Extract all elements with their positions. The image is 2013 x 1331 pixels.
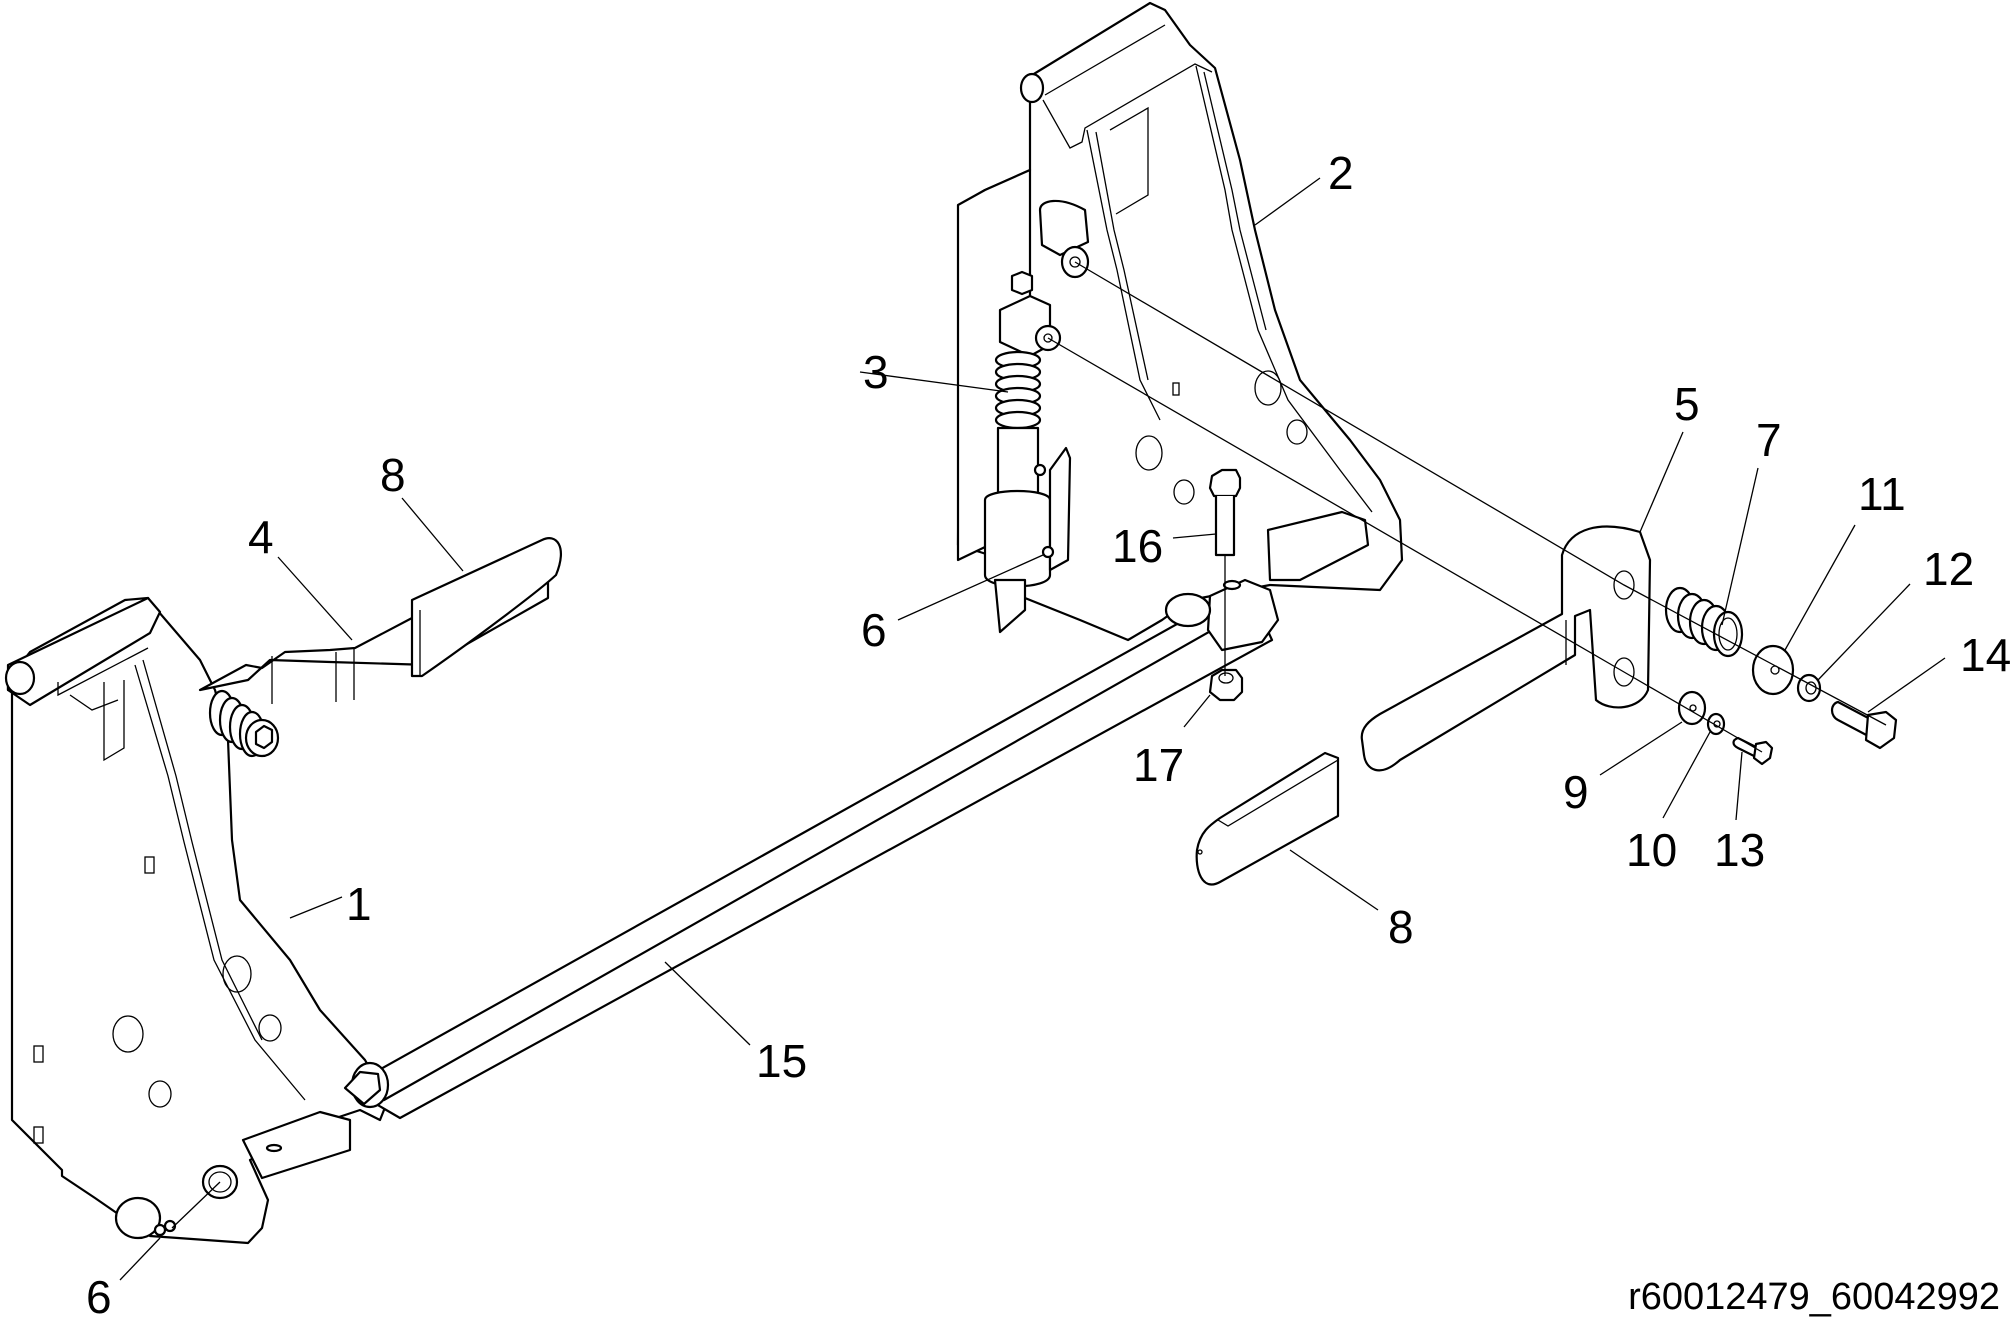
callout-6-upper: 6 xyxy=(861,604,887,656)
bolt-13-part xyxy=(1732,736,1774,766)
spring-7-part xyxy=(1664,586,1744,658)
callout-11: 11 xyxy=(1858,468,1906,520)
callout-2: 2 xyxy=(1328,147,1354,199)
callout-14: 14 xyxy=(1960,629,2011,681)
latch-assembly-part xyxy=(956,168,1090,634)
cross-shaft-part xyxy=(343,598,1274,1120)
callout-8-lower: 8 xyxy=(1388,901,1414,953)
callout-12: 12 xyxy=(1923,543,1974,595)
nut-17-part xyxy=(1208,668,1244,702)
left-lever-part xyxy=(198,537,562,758)
callout-4: 4 xyxy=(248,511,274,563)
callout-6-lower: 6 xyxy=(86,1271,112,1323)
callout-8-upper: 8 xyxy=(380,449,406,501)
left-bracket-part xyxy=(4,596,390,1245)
washer-9-part xyxy=(1677,690,1707,726)
callout-15: 15 xyxy=(756,1035,807,1087)
bolt-14-part xyxy=(1830,700,1898,750)
callout-13: 13 xyxy=(1714,824,1765,876)
callout-7: 7 xyxy=(1756,414,1782,466)
callout-5: 5 xyxy=(1674,378,1700,430)
latch-spring xyxy=(994,350,1042,430)
callouts: 1 2 3 4 5 6 6 7 8 8 9 10 11 12 13 14 15 … xyxy=(86,147,2011,1323)
right-lever-part xyxy=(1360,525,1652,772)
callout-3: 3 xyxy=(863,346,889,398)
leader-lines xyxy=(119,177,1946,1281)
lock-washer-10-part xyxy=(1706,712,1726,736)
callout-9: 9 xyxy=(1563,766,1589,818)
callout-1: 1 xyxy=(346,878,372,930)
grip-8-part xyxy=(1195,751,1340,886)
bolt-16-part xyxy=(1208,468,1242,557)
callout-17: 17 xyxy=(1133,739,1184,791)
callout-16: 16 xyxy=(1112,520,1163,572)
washer-11-part xyxy=(1751,644,1795,696)
figure-reference-code: r60012479_60042992 xyxy=(1628,1276,2000,1318)
callout-10: 10 xyxy=(1626,824,1677,876)
assembly-lines xyxy=(171,261,1887,1229)
left-spring xyxy=(208,689,280,758)
